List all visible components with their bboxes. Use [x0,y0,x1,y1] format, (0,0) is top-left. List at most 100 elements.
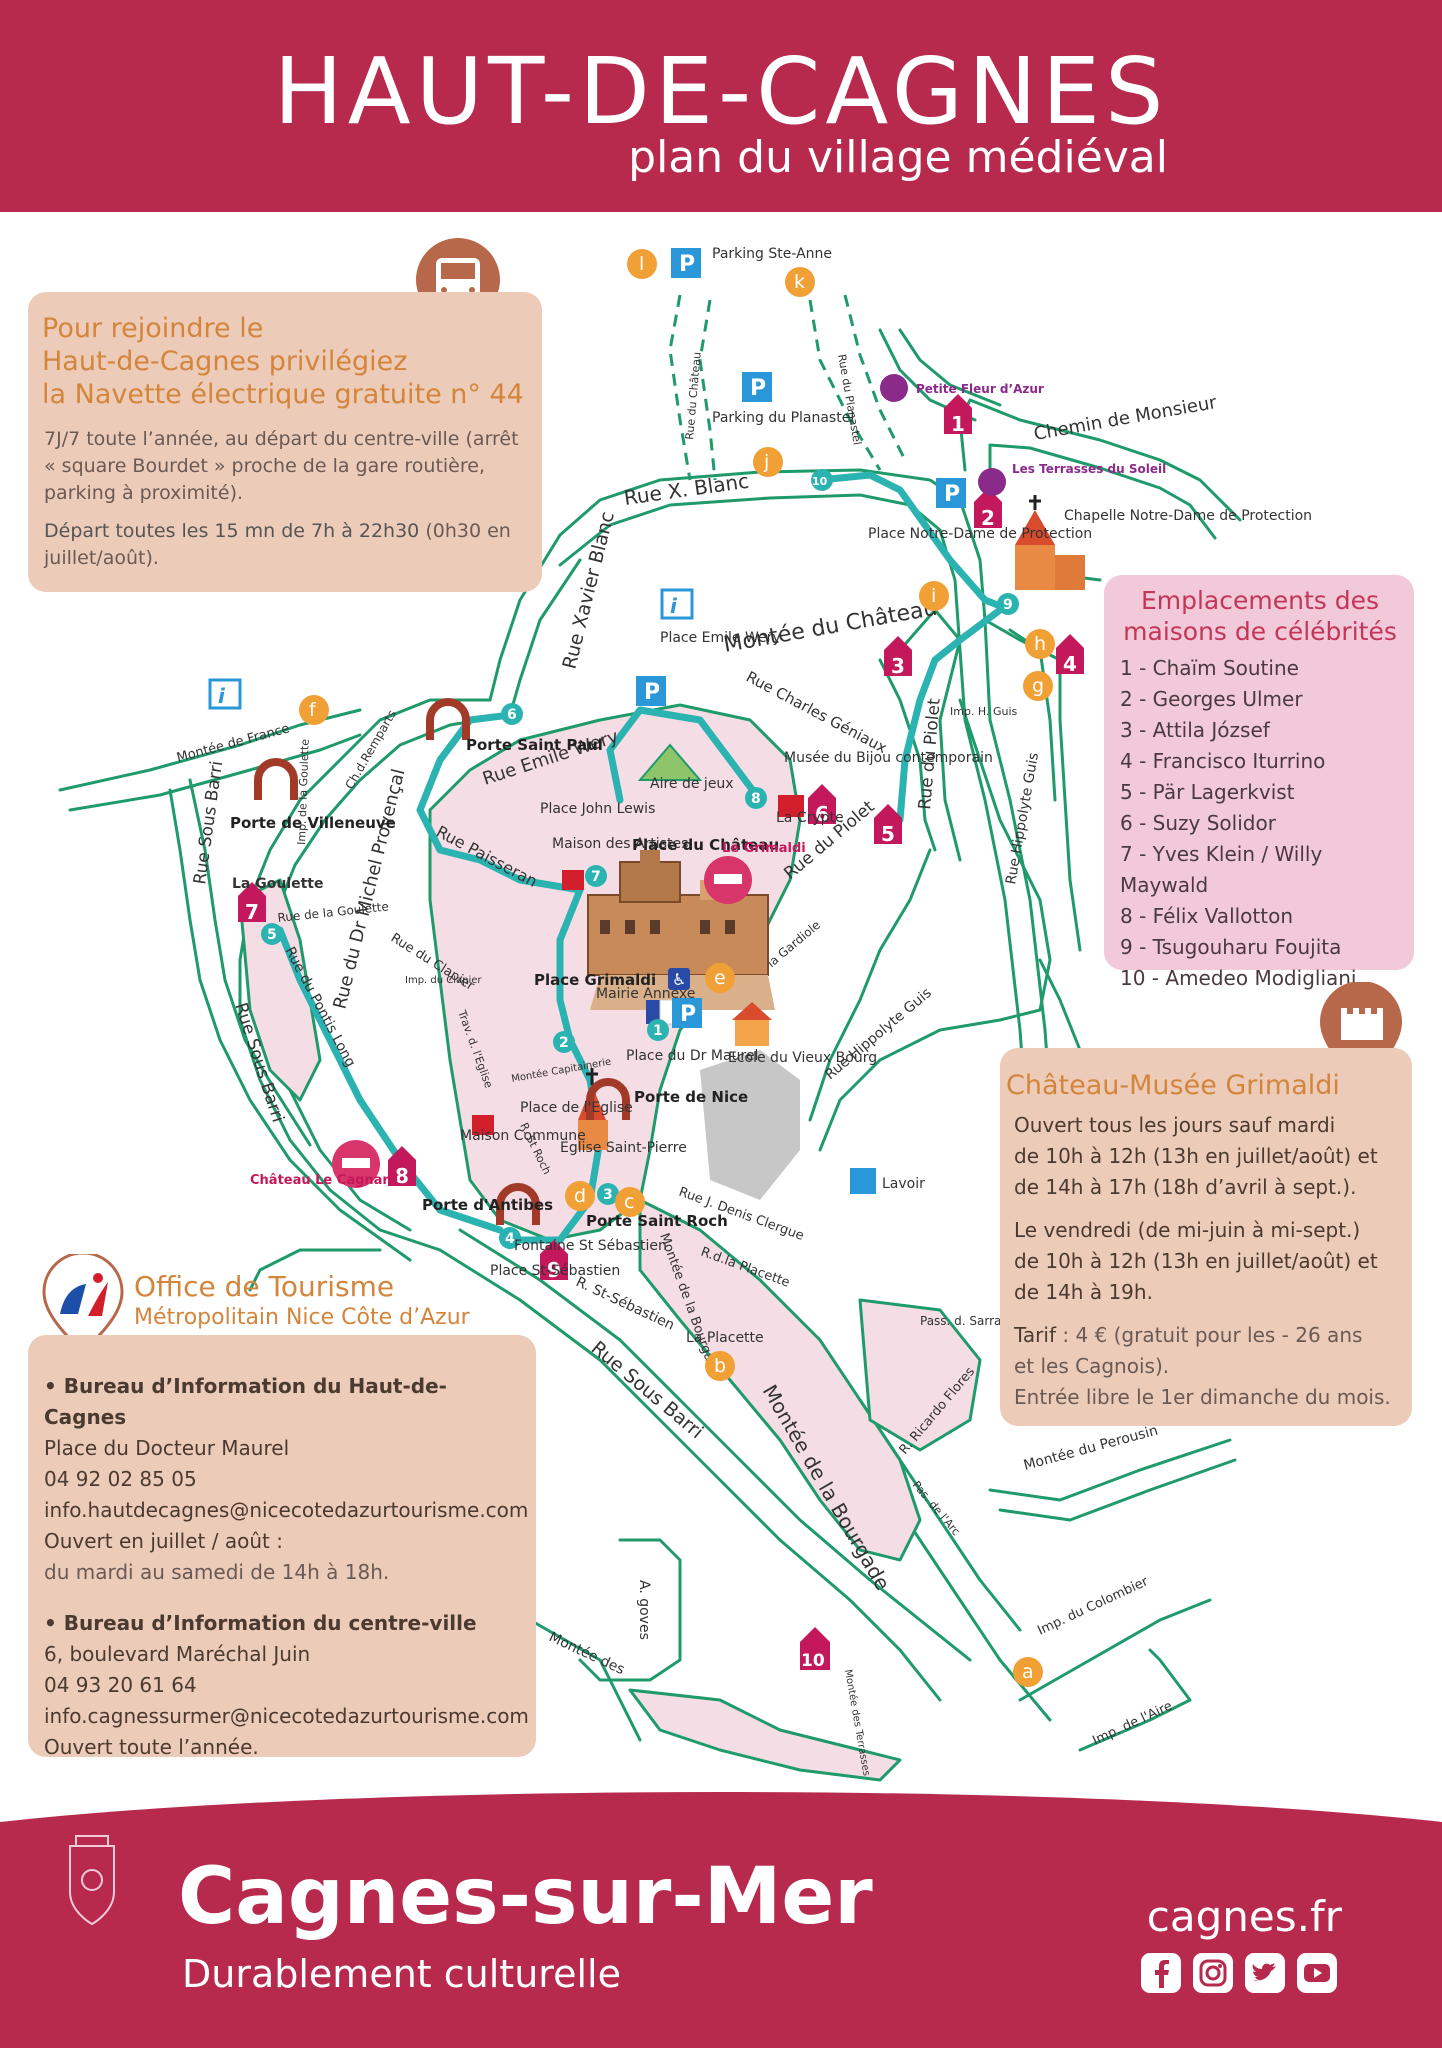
letter-markers: a b c d e f g h i j k l [299,249,1055,1687]
tourism-office-heading: Office de Tourisme Métropolitain Nice Cô… [134,1270,470,1330]
svg-text:Le Grimaldi: Le Grimaldi [722,841,806,856]
footer: Cagnes-sur-Mer Durablement culturelle ca… [0,1792,1442,2048]
celebrity-heading-line: maisons de célébrités [1123,617,1397,646]
svg-text:e: e [714,967,726,989]
hours-line: de 14h à 17h (18h d’avril à sept.). [1014,1175,1357,1199]
price-line: Tarif : 4 € (gratuit pour les - 26 ans [1014,1320,1404,1351]
letter-marker-i: i [919,581,949,611]
city-tagline: Durablement culturelle [182,1952,621,1996]
svg-text:2: 2 [559,1035,569,1051]
svg-text:Eglise Saint-Pierre: Eglise Saint-Pierre [560,1140,687,1156]
svg-text:Porte Saint Paul: Porte Saint Paul [466,736,603,754]
house-marker-10: 10 [800,1627,830,1671]
svg-text:j: j [763,451,769,473]
svg-text:Place du Château: Place du Château [632,836,779,854]
house-marker-3: 3 [884,636,912,678]
celebrity-heading: Emplacements des maisons de célébrités [1114,585,1406,647]
facebook-icon[interactable] [1140,1952,1182,1994]
svg-text:5: 5 [881,822,895,846]
letter-marker-a: a [1013,1657,1043,1687]
letter-marker-d: d [565,1181,595,1211]
bureau-name: • Bureau d’Information du centre-ville [44,1611,477,1635]
building-marker [562,870,584,890]
svg-text:1: 1 [951,412,965,436]
bureau-email[interactable]: info.hautdecagnes@nicecotedazurtourisme.… [44,1498,529,1522]
castle-hours: Ouvert tous les jours sauf mardi de 10h … [1014,1110,1404,1413]
street-label: Imp. du Colombier [1035,1574,1151,1639]
shuttle-schedule-bold: Départ toutes les 15 mn de 7h à 22h30 [44,520,420,542]
info-icon: i i [208,588,694,710]
footer-wave [0,1792,1442,2048]
svg-text:P: P [750,376,766,401]
street-label: Rue Sous Barri [587,1337,708,1443]
street-label: Rue Sous Barri [190,760,227,886]
svg-text:6: 6 [507,707,517,723]
access-road [808,299,882,471]
street-label: Rue Xavier Blanc [559,509,619,671]
house-marker-6: 6 [808,784,836,826]
shuttle-stop-3: 3 [597,1183,619,1205]
bureau-phone[interactable]: 04 93 20 61 64 [44,1673,197,1697]
list-item: 4 - Francisco Iturrino [1120,749,1326,773]
svg-text:a: a [1022,1661,1034,1683]
svg-text:h: h [1034,633,1046,655]
shuttle-description: 7J/7 toute l’année, au départ du centre-… [44,428,519,504]
svg-text:i: i [670,594,678,618]
building-marker [778,795,804,817]
header-banner: HAUT-DE-CAGNES plan du village médiéval [0,0,1442,212]
svg-text:i: i [931,585,936,607]
letter-marker-e: e [705,963,735,993]
shuttle-schedule-rest: (0h30 en juillet/août). [44,520,511,569]
svg-text:i: i [218,684,226,708]
shuttle-stop-4: 4 [499,1227,521,1249]
accessibility-icon [668,968,690,990]
list-item: 7 - Yves Klein / Willy Maywald [1120,842,1323,897]
shuttle-route [276,471,1014,1244]
twitter-icon[interactable] [1244,1952,1286,1994]
tourism-office-box: • Bureau d’Information du Haut-de-Cagnes… [28,1335,536,1759]
price-line-2: et les Cagnois). [1014,1354,1170,1378]
bureau-hours-label: Ouvert en juillet / août : [44,1529,283,1553]
youtube-icon[interactable] [1296,1952,1338,1994]
street-label: Montée du Perousin [1022,1423,1160,1474]
celebrity-list: 1 - Chaïm Soutine 2 - Georges Ulmer 3 - … [1120,653,1414,994]
shuttle-stop-5: 5 [261,923,283,945]
instagram-icon[interactable] [1192,1952,1234,1994]
svg-text:Chapelle Notre-Dame de Protect: Chapelle Notre-Dame de Protection [1064,508,1312,524]
svg-text:d: d [574,1185,586,1207]
letter-marker-h: h [1025,629,1055,659]
city-crest-icon [69,1835,115,1926]
bureau-email[interactable]: info.cagnessurmer@nicecotedazurtourisme.… [44,1704,529,1728]
svg-text:Maison des Artistes: Maison des Artistes [552,836,688,852]
bureau-hours: du mardi au samedi de 14h à 18h. [44,1560,390,1584]
bureau-phone[interactable]: 04 92 02 85 05 [44,1467,197,1491]
shuttle-heading-line: Haut-de-Cagnes privilégiez [42,346,408,377]
house-marker-2: 2 [974,488,1002,530]
svg-text:5: 5 [267,927,277,943]
parking-icon [636,248,966,1028]
svg-text:P: P [944,482,960,507]
svg-text:l: l [639,253,644,275]
school-icon [732,1002,772,1046]
shuttle-stop-1: 1 [647,1019,669,1041]
svg-text:Petite Fleur d’Azur: Petite Fleur d’Azur [916,382,1044,396]
access-road [698,299,717,481]
list-item: 5 - Pär Lagerkvist [1120,780,1295,804]
village-map[interactable]: .st{fill:none;stroke:#1f9a6a;stroke-widt… [0,212,1442,1792]
house-marker-5: 5 [874,804,902,846]
svg-text:La Goulette: La Goulette [232,876,324,892]
svg-text:P: P [644,680,660,705]
house-marker-9: 9 [540,1240,568,1282]
list-item: 1 - Chaïm Soutine [1120,656,1299,680]
svg-text:4: 4 [1063,652,1077,676]
street-label: Imp. de la Goulette [295,739,312,846]
shuttle-stop-7: 7 [585,865,607,887]
house-marker-8: 8 [388,1146,416,1188]
shuttle-stop-10: 10 [811,469,833,491]
shuttle-heading-line: la Navette électrique gratuite n° 44 [42,379,524,410]
lavoir-icon [850,1168,876,1194]
hotel-bed-icon [332,856,752,1188]
svg-text:Aire de jeux: Aire de jeux [650,776,734,792]
website-link[interactable]: cagnes.fr [1146,1892,1342,1941]
street-label: Chemin de Monsieur [1032,392,1219,445]
